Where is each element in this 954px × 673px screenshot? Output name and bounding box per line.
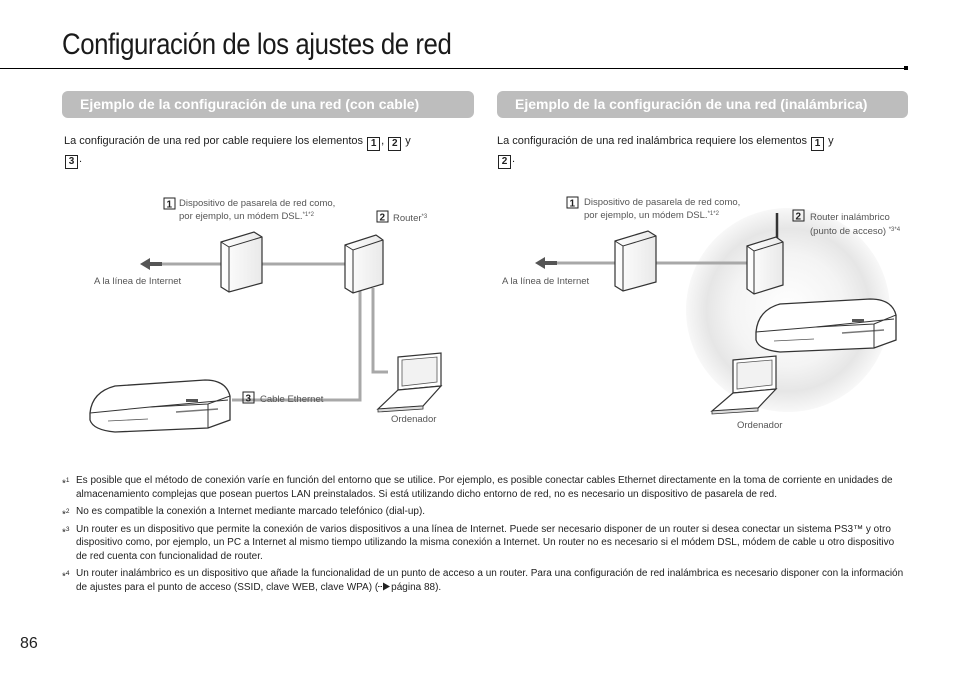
footnote-text: No es compatible la conexión a Internet … xyxy=(76,506,426,517)
wireless-section-header: Ejemplo de la configuración de una red (… xyxy=(497,91,908,118)
title-divider xyxy=(0,68,906,69)
page-number: 86 xyxy=(20,635,38,652)
wireless-router-icon xyxy=(746,213,784,295)
internet-line-label: A la línea de Internet xyxy=(502,276,590,287)
wireless-router-label-line2: (punto de acceso) *3*4 xyxy=(810,226,901,237)
footnote-mark: *4 xyxy=(62,570,70,583)
item-number-badge: 3 xyxy=(65,155,78,169)
footnote: *1 Es posible que el método de conexión … xyxy=(62,474,908,501)
wired-intro-text: La configuración de una red por cable re… xyxy=(64,135,367,147)
item-number-badge: 1 xyxy=(367,137,381,151)
footnote-mark: *2 xyxy=(62,508,70,521)
item-number: 2 xyxy=(796,212,802,223)
ps3-console-icon xyxy=(755,298,897,353)
router-icon xyxy=(344,234,384,294)
wireless-router-label-line1: Router inalámbrico xyxy=(810,212,890,223)
laptop-label: Ordenador xyxy=(391,414,436,425)
item-number-badge: 1 xyxy=(811,137,825,151)
gateway-label-line2: por ejemplo, un módem DSL.*1*2 xyxy=(584,210,720,221)
router-label: Router*3 xyxy=(393,213,428,224)
title-divider-end xyxy=(904,66,908,70)
wired-intro: La configuración de una red por cable re… xyxy=(64,133,474,169)
item-number-badge xyxy=(792,209,805,222)
cable-router-laptop xyxy=(371,288,388,374)
footnote: *3 Un router es un dispositivo que permi… xyxy=(62,523,908,564)
item-number-badge xyxy=(566,196,579,209)
modem-icon xyxy=(614,230,657,292)
laptop-icon xyxy=(376,352,443,413)
footnote-mark: *3 xyxy=(62,525,70,538)
internet-line-label: A la línea de Internet xyxy=(94,276,182,287)
footnote: *2 No es compatible la conexión a Intern… xyxy=(62,505,908,521)
wired-intro-sep: , xyxy=(381,135,388,147)
item-number: 3 xyxy=(246,394,252,405)
ps3-console-icon xyxy=(89,379,231,433)
footnote-text: Es posible que el método de conexión var… xyxy=(76,475,893,500)
item-number: 1 xyxy=(167,200,173,211)
internet-arrow-icon xyxy=(535,257,557,269)
item-number-badge: 2 xyxy=(498,155,511,169)
network-diagrams: A la línea de Internet Ordenador xyxy=(89,196,901,433)
wired-diagram: A la línea de Internet Ordenador xyxy=(89,197,443,433)
gateway-label-line1: Dispositivo de pasarela de red como, xyxy=(584,197,740,208)
page-title: Configuración de los ajustes de red xyxy=(62,28,452,61)
internet-arrow-icon xyxy=(140,258,162,270)
item-number-badge xyxy=(242,391,255,404)
wired-intro-and: y xyxy=(402,135,411,147)
wireless-intro-end: . xyxy=(512,153,516,165)
item-number-badge xyxy=(376,210,389,223)
item-number-badge: 2 xyxy=(388,137,402,151)
wireless-intro: La configuración de una red inalámbrica … xyxy=(497,133,908,169)
wireless-intro-and: y xyxy=(825,135,834,147)
footnote-mark: *1 xyxy=(62,477,70,490)
footnotes: *1 Es posible que el método de conexión … xyxy=(62,474,908,598)
footnote: *4 Un router inalámbrico es un dispositi… xyxy=(62,567,908,594)
wireless-diagram: A la línea de Internet xyxy=(502,196,901,431)
cable-router-console xyxy=(232,288,362,402)
laptop-icon xyxy=(710,355,778,415)
modem-icon xyxy=(220,231,263,293)
ethernet-cable-label: Cable Ethernet xyxy=(260,394,324,405)
item-number: 1 xyxy=(570,199,576,210)
item-number-badge xyxy=(163,197,176,210)
gateway-label-line2: por ejemplo, un módem DSL.*1*2 xyxy=(179,211,315,222)
wireless-intro-text: La configuración de una red inalámbrica … xyxy=(497,135,811,147)
laptop-label: Ordenador xyxy=(737,420,782,431)
page-reference-link[interactable]: página 88). xyxy=(391,581,442,593)
wired-section-header: Ejemplo de la configuración de una red (… xyxy=(62,91,474,118)
item-number: 2 xyxy=(380,213,386,224)
footnote-text: Un router inalámbrico es un dispositivo … xyxy=(76,568,904,593)
footnote-text: Un router es un dispositivo que permite … xyxy=(76,523,895,562)
gateway-label-line1: Dispositivo de pasarela de red como, xyxy=(179,198,335,209)
wired-intro-end: . xyxy=(79,153,83,165)
page-reference-arrow-icon xyxy=(378,582,391,590)
